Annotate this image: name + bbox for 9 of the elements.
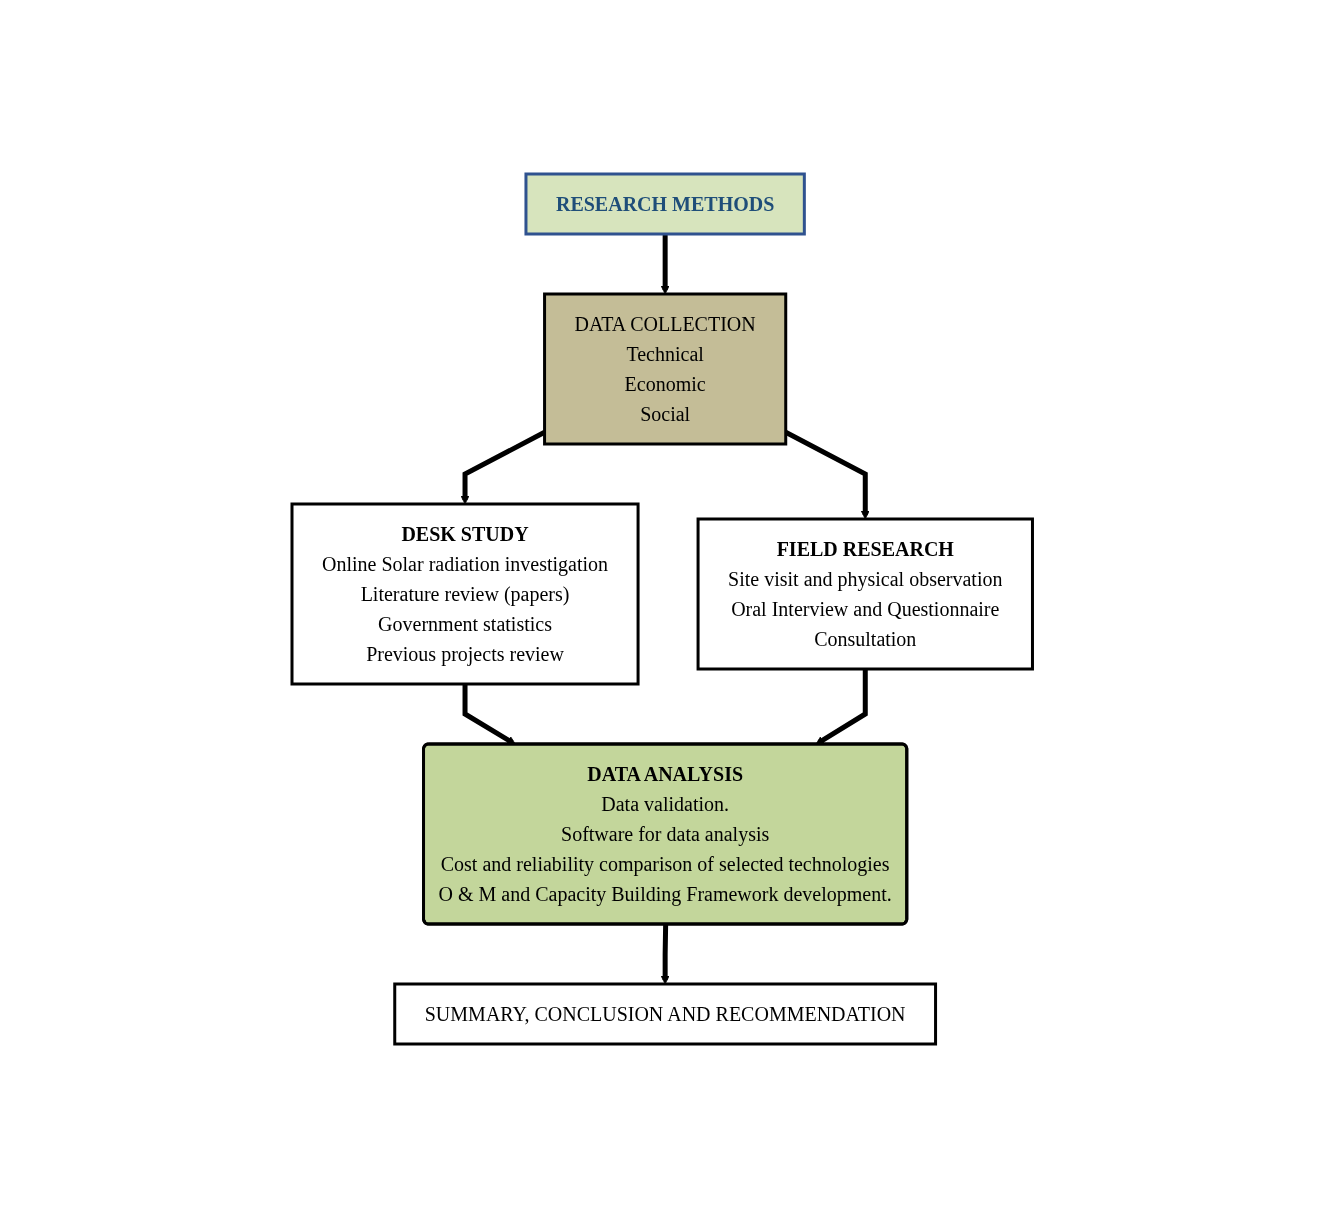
node-box: FIELD RESEARCH Site visit and physical observation Oral Interview and Questionnaire Consultation: [696, 517, 1035, 671]
node-box: SUMMARY, CONCLUSION AND RECOMMENDATION: [393, 982, 938, 1046]
arrow: [661, 924, 670, 985]
arrow: [462, 684, 517, 745]
node-box: DATA COLLECTION Technical Economic Social: [543, 292, 788, 446]
arrow: [661, 234, 670, 295]
arrow: [815, 669, 869, 745]
node-box: DESK STUDY Online Solar radiation investigation Literature review (papers) Government statistics Previous projects review: [290, 502, 640, 686]
node-box: RESEARCH METHODS: [524, 172, 807, 236]
